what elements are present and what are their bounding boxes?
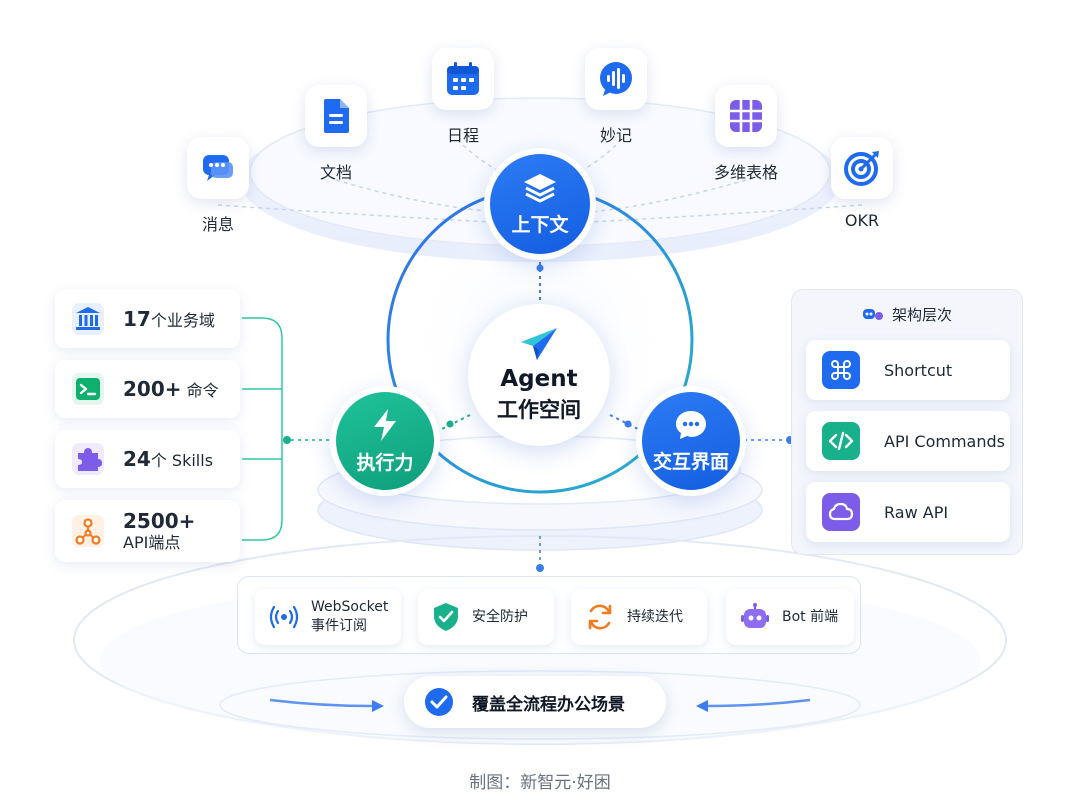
execution-node[interactable]: 执行力 xyxy=(336,392,434,490)
chat-bubbles-icon xyxy=(187,137,249,199)
center-subtitle: 工作空间 xyxy=(497,398,581,422)
app-label: 消息 xyxy=(201,215,234,234)
coverage-pill[interactable]: 覆盖全流程办公场景 xyxy=(404,676,666,728)
nodes-icon xyxy=(69,512,107,550)
stat-text: 个业务域 xyxy=(150,311,215,330)
check-circle-icon xyxy=(425,688,453,716)
feature-line1: WebSocket xyxy=(311,599,389,616)
app-docs[interactable]: 文档 xyxy=(276,85,396,183)
command-icon xyxy=(822,351,860,389)
table-grid-icon xyxy=(715,85,777,147)
feature-websocket[interactable]: WebSocket 事件订阅 xyxy=(255,589,401,645)
agent-workspace-center[interactable]: Agent 工作空间 xyxy=(468,304,610,446)
architecture-title: 架构层次 xyxy=(891,306,952,324)
calendar-icon xyxy=(432,48,494,110)
bot-link-icon xyxy=(862,309,883,320)
robot-icon xyxy=(741,603,769,628)
feature-line1: Bot 前端 xyxy=(782,608,839,625)
app-label: 妙记 xyxy=(599,126,632,145)
arch-item-label: Raw API xyxy=(884,502,949,522)
stat-number: 24 xyxy=(123,447,151,471)
audio-wave-icon xyxy=(585,48,647,110)
target-icon xyxy=(831,137,893,199)
lightning-icon xyxy=(374,408,396,441)
feature-iteration[interactable]: 持续迭代 xyxy=(571,589,707,645)
chat-dots-icon xyxy=(676,410,706,439)
feature-line1: 安全防护 xyxy=(472,608,528,625)
app-label: 多维表格 xyxy=(713,163,778,182)
app-bitable[interactable]: 多维表格 xyxy=(686,85,806,183)
app-minutes[interactable]: 妙记 xyxy=(556,48,676,146)
interaction-node[interactable]: 交互界面 xyxy=(642,392,740,490)
stat-card-endpoints[interactable]: 2500+API端点 xyxy=(55,500,240,562)
interaction-label: 交互界面 xyxy=(652,450,729,473)
stat-number: 200+ xyxy=(123,377,182,401)
arch-item-api-commands[interactable]: API Commands xyxy=(806,411,1010,471)
credit-caption: 制图：新智元·好困 xyxy=(469,773,611,793)
feature-line2: 事件订阅 xyxy=(311,618,367,634)
feature-security[interactable]: 安全防护 xyxy=(418,589,554,645)
execution-label: 执行力 xyxy=(356,451,414,474)
puzzle-icon xyxy=(69,440,107,478)
context-label: 上下文 xyxy=(511,213,569,236)
arch-item-label: Shortcut xyxy=(884,360,953,380)
app-label: OKR xyxy=(844,211,880,230)
app-calendar[interactable]: 日程 xyxy=(403,48,523,146)
terminal-icon xyxy=(69,370,107,408)
cloud-icon xyxy=(822,493,860,531)
document-icon xyxy=(305,85,367,147)
context-node[interactable]: 上下文 xyxy=(490,154,590,254)
layers-icon xyxy=(524,173,556,202)
app-label: 文档 xyxy=(319,163,352,182)
stat-text: API端点 xyxy=(123,533,181,553)
stat-text: 个 Skills xyxy=(150,451,214,470)
stat-number: 2500+ xyxy=(123,509,196,534)
bank-icon xyxy=(69,300,107,338)
stat-card-skills[interactable]: 24个 Skills xyxy=(55,430,240,488)
paper-plane-icon xyxy=(521,328,557,360)
arch-item-shortcut[interactable]: Shortcut xyxy=(806,340,1010,400)
architecture-panel: 架构层次 Shortcut API Commands Raw API xyxy=(791,289,1023,555)
feature-bot-frontend[interactable]: Bot 前端 xyxy=(726,589,854,645)
app-messages[interactable]: 消息 xyxy=(158,137,278,235)
code-icon xyxy=(822,422,860,460)
stat-text: 命令 xyxy=(181,381,219,400)
coverage-text: 覆盖全流程办公场景 xyxy=(472,694,625,715)
feature-bar: WebSocket 事件订阅 安全防护 持续迭代 Bot 前端 xyxy=(237,576,861,654)
arch-item-label: API Commands xyxy=(884,431,1005,451)
arch-item-raw-api[interactable]: Raw API xyxy=(806,482,1010,542)
shield-check-icon xyxy=(434,603,458,631)
feature-line1: 持续迭代 xyxy=(627,608,683,625)
stat-card-commands[interactable]: 200+ 命令 xyxy=(55,360,240,418)
architecture-header: 架构层次 xyxy=(792,304,1022,325)
stat-card-domains[interactable]: 17个业务域 xyxy=(55,290,240,348)
refresh-icon xyxy=(588,604,612,630)
app-okr[interactable]: OKR xyxy=(802,137,922,230)
center-title: Agent xyxy=(500,366,578,392)
app-label: 日程 xyxy=(446,126,479,145)
broadcast-icon xyxy=(269,605,299,629)
stat-number: 17 xyxy=(123,307,151,331)
